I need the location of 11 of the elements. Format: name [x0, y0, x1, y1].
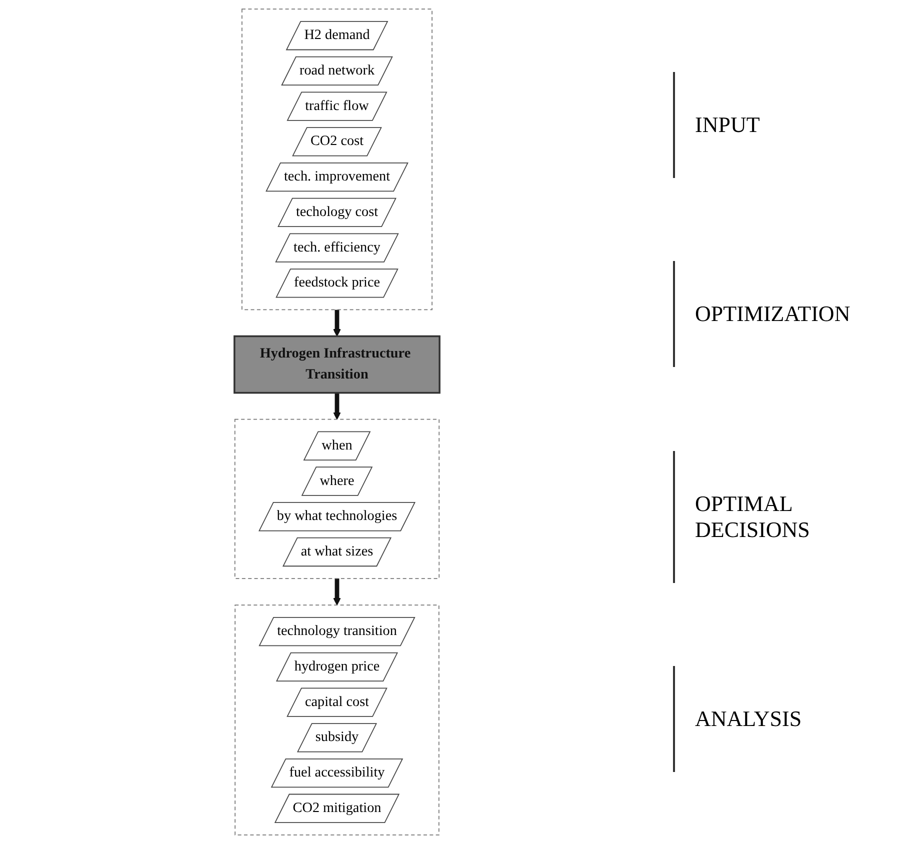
arrow: [332, 310, 340, 337]
cluster: [234, 604, 439, 836]
stage-label: INPUT: [673, 72, 903, 178]
stage-label: OPTIMAL DECISIONS: [673, 450, 903, 583]
stage-label: ANALYSIS: [673, 666, 903, 772]
arrow: [332, 578, 340, 606]
cluster: [234, 418, 440, 579]
arrow: [332, 392, 340, 420]
cluster: [241, 8, 432, 310]
node-box: Hydrogen Infrastructure Transition: [233, 335, 440, 394]
stage-label: OPTIMIZATION: [673, 261, 903, 368]
